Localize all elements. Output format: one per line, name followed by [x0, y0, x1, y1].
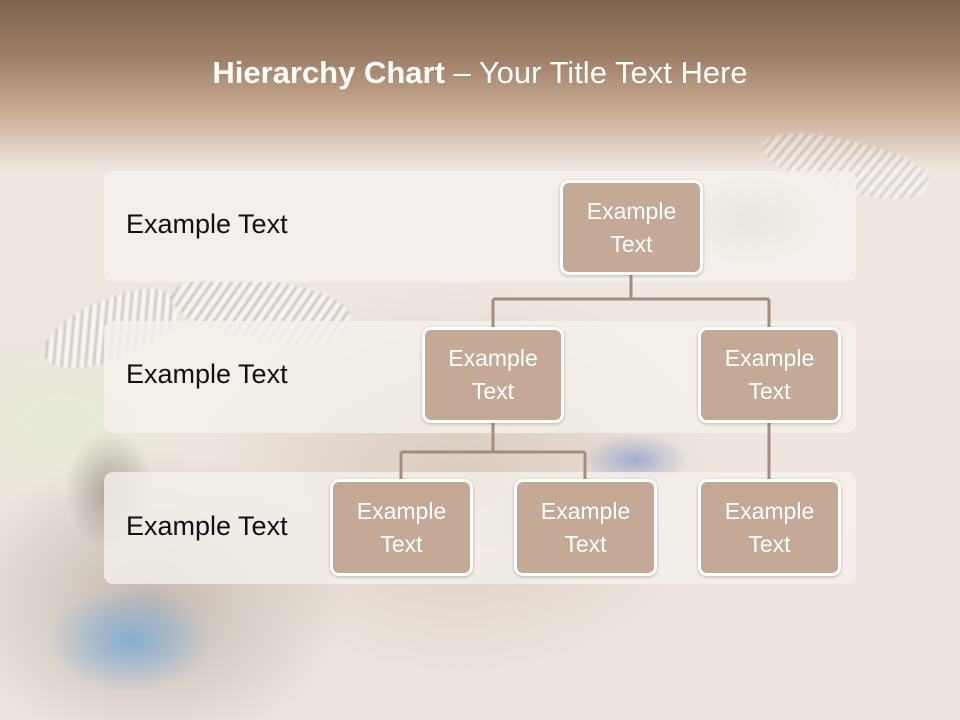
row-label: Example Text	[126, 359, 288, 389]
connector-root	[491, 273, 771, 329]
connector-left	[399, 421, 587, 481]
slide-title-regular: – Your Title Text Here	[444, 55, 748, 90]
title-banner	[0, 0, 960, 170]
slide-title: Hierarchy Chart – Your Title Text Here	[0, 55, 960, 91]
row-label: Example Text	[126, 511, 288, 541]
hierarchy-row-1: Example Text	[104, 171, 856, 282]
blue-butterfly-shape	[20, 560, 250, 720]
slide-title-bold: Hierarchy Chart	[212, 55, 445, 90]
row-label: Example Text	[126, 209, 288, 239]
